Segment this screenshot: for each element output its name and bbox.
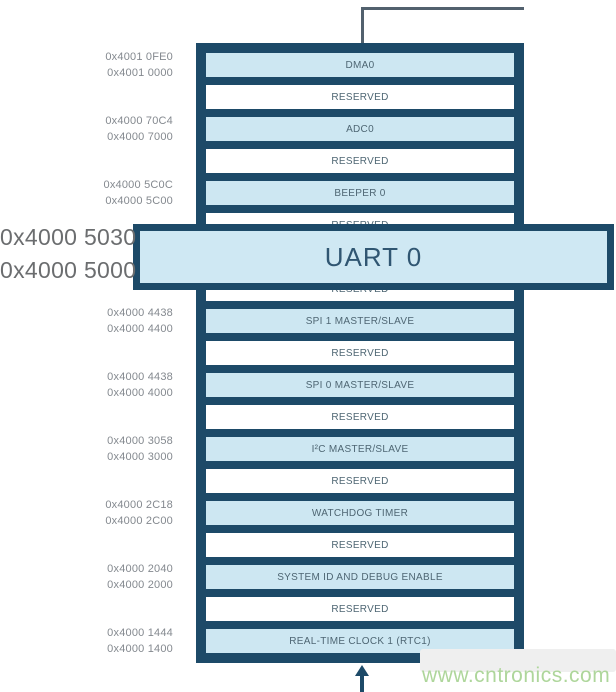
watermark-background xyxy=(420,649,616,672)
address-low: 0x4000 2000 xyxy=(107,579,173,591)
row-label: RESERVED xyxy=(331,603,389,615)
row-reserved-11: RESERVED xyxy=(206,405,514,429)
row-label: WATCHDOG TIMER xyxy=(311,507,409,519)
address-high: 0x4000 5C0C xyxy=(103,179,173,191)
row-reserved-9: RESERVED xyxy=(206,341,514,365)
address-low: 0x4001 0000 xyxy=(107,67,173,79)
row-label: SPI 0 MASTER/SLAVE xyxy=(305,379,415,391)
row-spi-1-master-slave: SPI 1 MASTER/SLAVE xyxy=(206,309,514,333)
address-low: 0x4000 2C00 xyxy=(105,515,173,527)
row-label: DMA0 xyxy=(345,59,375,71)
row-system-id-and-debug-enable: SYSTEM ID AND DEBUG ENABLE xyxy=(206,565,514,589)
address-high: 0x4000 1444 xyxy=(107,627,173,639)
uart0-callout-label: UART 0 xyxy=(324,241,423,272)
address-high: 0x4001 0FE0 xyxy=(105,51,173,63)
address-label-adc0: 0x4000 70C4 0x4000 7000 xyxy=(0,113,173,145)
address-high: 0x4000 2040 xyxy=(107,563,173,575)
row-label: SYSTEM ID AND DEBUG ENABLE xyxy=(277,571,443,583)
address-label-i-c-master-slave: 0x4000 3058 0x4000 3000 xyxy=(0,433,173,465)
watermark-text: www.cntronics.com xyxy=(422,664,611,687)
address-high: 0x4000 2C18 xyxy=(105,499,173,511)
address-high: 0x4000 4438 xyxy=(107,307,173,319)
address-high: 0x4000 4438 xyxy=(107,371,173,383)
address-label-beeper-0: 0x4000 5C0C 0x4000 5C00 xyxy=(0,177,173,209)
row-label: BEEPER 0 xyxy=(334,187,386,199)
address-low: 0x4000 3000 xyxy=(107,451,173,463)
row-reserved-1: RESERVED xyxy=(206,85,514,109)
address-label-watchdog-timer: 0x4000 2C18 0x4000 2C00 xyxy=(0,497,173,529)
row-reserved-13: RESERVED xyxy=(206,469,514,493)
address-label-spi-1-master-slave: 0x4000 4438 0x4000 4400 xyxy=(0,305,173,337)
address-high: 0x4000 3058 xyxy=(107,435,173,447)
row-i-c-master-slave: I²C MASTER/SLAVE xyxy=(206,437,514,461)
address-low: 0x4000 7000 xyxy=(107,131,173,143)
uart0-address-low: 0x4000 5000 xyxy=(0,257,137,283)
address-label-real-time-clock-1-rtc1: 0x4000 1444 0x4000 1400 xyxy=(0,625,173,657)
up-arrow-icon xyxy=(355,665,369,676)
row-label: RESERVED xyxy=(331,411,389,423)
row-watchdog-timer: WATCHDOG TIMER xyxy=(206,501,514,525)
uart0-callout-box: UART 0 xyxy=(133,224,614,290)
row-label: RESERVED xyxy=(331,539,389,551)
callout-connector-horizontal-line xyxy=(361,7,524,10)
row-spi-0-master-slave: SPI 0 MASTER/SLAVE xyxy=(206,373,514,397)
row-label: I²C MASTER/SLAVE xyxy=(311,443,409,455)
uart0-address-high: 0x4000 5030 xyxy=(0,224,137,250)
address-low: 0x4000 5C00 xyxy=(105,195,173,207)
row-beeper-0: BEEPER 0 xyxy=(206,181,514,205)
address-low: 0x4000 1400 xyxy=(107,643,173,655)
row-reserved-3: RESERVED xyxy=(206,149,514,173)
address-high: 0x4000 70C4 xyxy=(105,115,173,127)
row-label: RESERVED xyxy=(331,155,389,167)
row-reserved-17: RESERVED xyxy=(206,597,514,621)
row-label: SPI 1 MASTER/SLAVE xyxy=(305,315,415,327)
address-label-system-id-and-debug-enable: 0x4000 2040 0x4000 2000 xyxy=(0,561,173,593)
row-label: REAL-TIME CLOCK 1 (RTC1) xyxy=(289,635,431,647)
row-label: RESERVED xyxy=(331,475,389,487)
row-adc0: ADC0 xyxy=(206,117,514,141)
address-label-spi-0-master-slave: 0x4000 4438 0x4000 4000 xyxy=(0,369,173,401)
uart0-address-label: 0x4000 5030 0x4000 5000 xyxy=(0,221,137,287)
row-label: RESERVED xyxy=(331,347,389,359)
row-reserved-15: RESERVED xyxy=(206,533,514,557)
row-label: ADC0 xyxy=(346,123,374,135)
address-low: 0x4000 4400 xyxy=(107,323,173,335)
address-low: 0x4000 4000 xyxy=(107,387,173,399)
row-dma0: DMA0 xyxy=(206,53,514,77)
address-label-dma0: 0x4001 0FE0 0x4001 0000 xyxy=(0,49,173,81)
up-arrow-stem xyxy=(360,675,364,692)
callout-connector-vertical-line xyxy=(361,7,364,44)
row-label: RESERVED xyxy=(331,91,389,103)
